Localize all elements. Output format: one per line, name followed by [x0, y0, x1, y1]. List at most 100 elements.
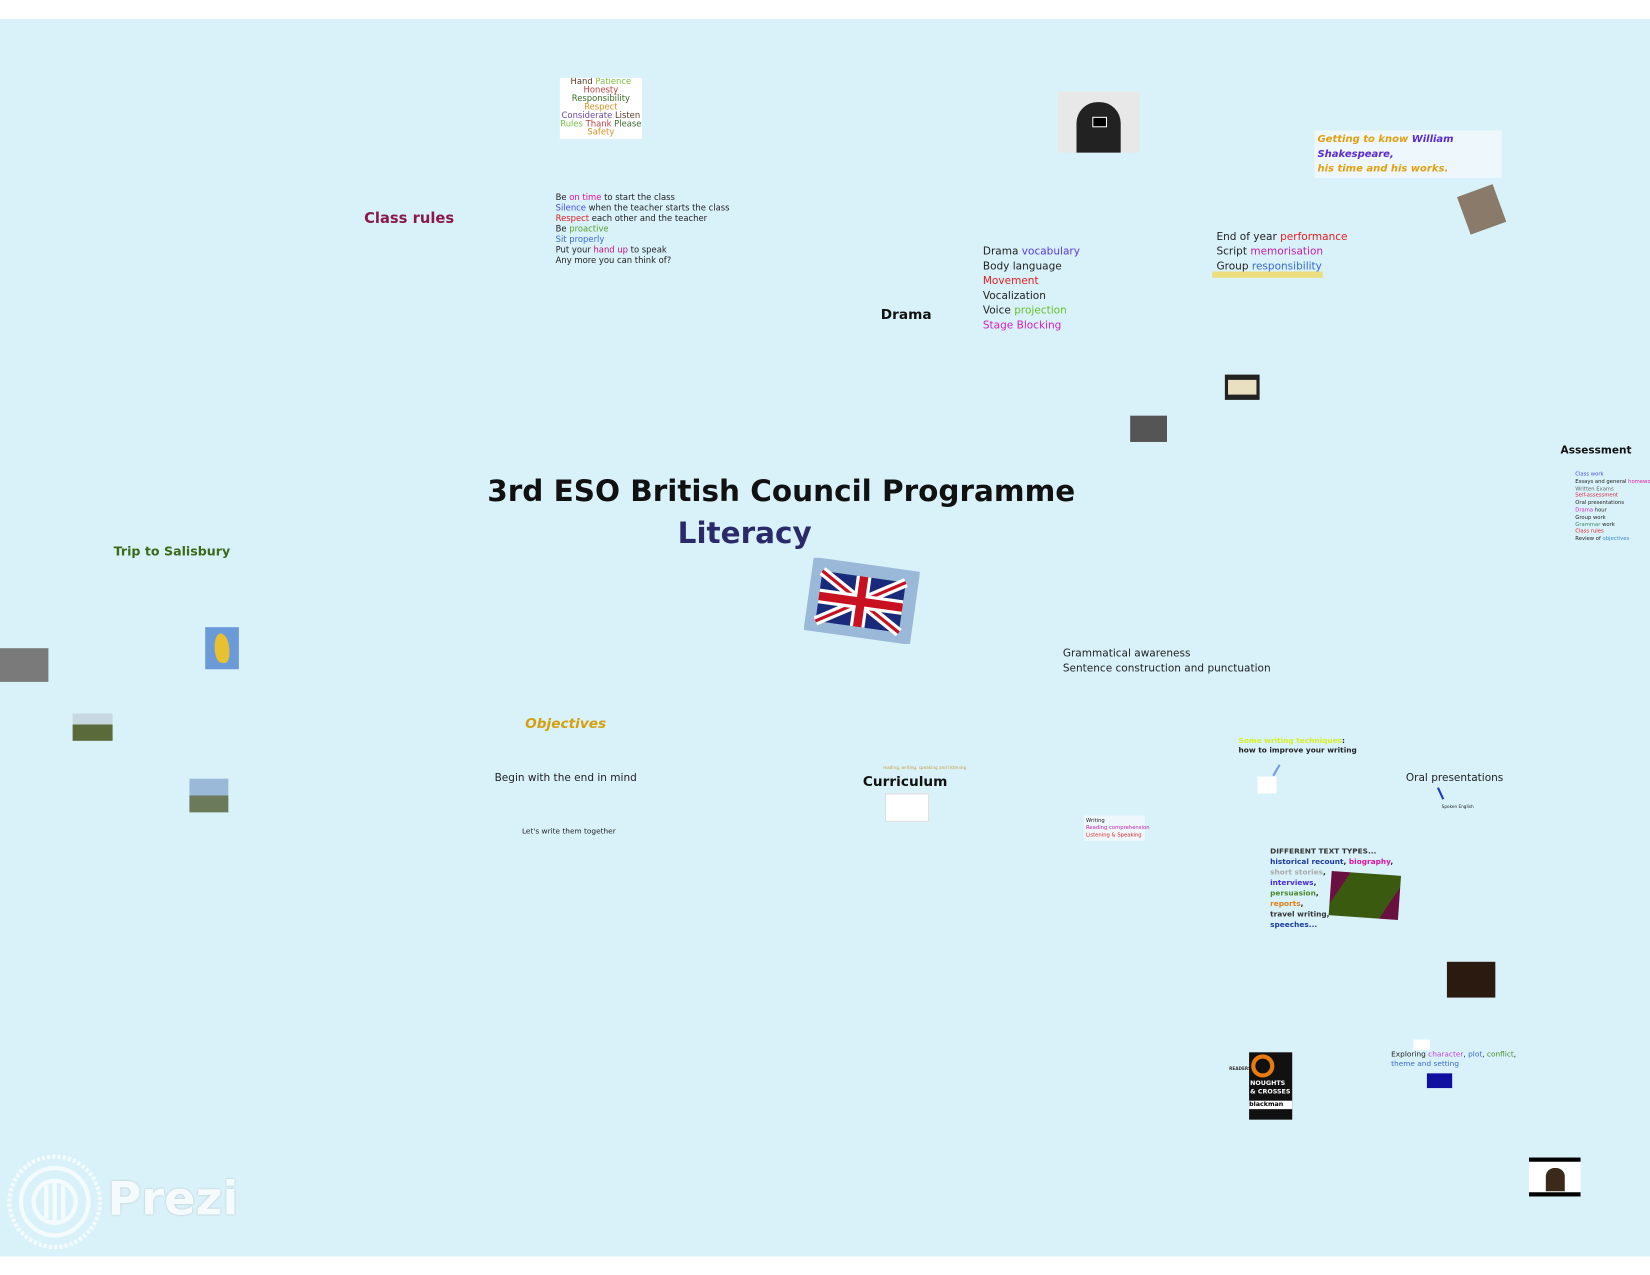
text-segment: End of year	[1216, 231, 1281, 244]
text-segment: Listening & Speaking	[1085, 832, 1142, 839]
list-item: Writing	[1086, 818, 1150, 825]
word-cloud-word: Respect	[584, 102, 618, 112]
list-item: Movement	[983, 275, 1080, 290]
text-segment: Review of	[1575, 535, 1603, 543]
text-segment: Respect	[555, 213, 590, 224]
text-segment: to speak	[627, 245, 667, 255]
list-item: historical recount, biography,	[1270, 857, 1393, 868]
presentation-title: 3rd ESO British Council Programme	[487, 473, 1076, 509]
text-segment: Getting to know	[1317, 133, 1412, 146]
text-segment: historical recount	[1270, 857, 1344, 867]
colon: :	[1342, 736, 1346, 746]
assessment-heading[interactable]: Assessment	[1560, 445, 1632, 457]
list-item: Drama hour	[1575, 507, 1650, 514]
list-item: Respect each other and the teacher	[556, 214, 730, 225]
arrow-icon	[1272, 764, 1281, 777]
text-segment: Sit properly	[555, 234, 605, 245]
union-jack-image[interactable]	[803, 557, 920, 645]
list-item: Self-assessment	[1575, 493, 1650, 500]
list-item: theme and setting	[1391, 1060, 1516, 1069]
text-segment: each other and the teacher	[589, 213, 708, 224]
list-item: Any more you can think of?	[556, 256, 730, 267]
list-item: Script memorisation	[1216, 245, 1347, 260]
text-segment: conflict	[1486, 1050, 1514, 1059]
shakespeare-card[interactable]	[1314, 130, 1502, 178]
white-card[interactable]	[1257, 776, 1277, 794]
stonehenge-image[interactable]	[72, 713, 113, 741]
noughts-crosses-book-image[interactable]: NOUGHTS & CROSSES blackman	[1249, 1052, 1293, 1120]
oral-heading[interactable]: Oral presentations	[1405, 772, 1504, 784]
drama-heading[interactable]: Drama	[880, 307, 932, 324]
text-segment: Any more you can think of?	[555, 255, 672, 266]
video-thumbnail-face[interactable]	[1446, 961, 1496, 998]
class-rules-heading[interactable]: Class rules	[364, 210, 455, 228]
uk-map-image[interactable]	[205, 627, 239, 670]
text-segment: plot	[1468, 1050, 1483, 1059]
list-item: short stories,	[1270, 867, 1393, 878]
text-segment: projection	[1014, 305, 1067, 317]
text-segment: hand up	[593, 245, 628, 255]
book-author: blackman	[1249, 1100, 1293, 1110]
shakespeare-portrait-image[interactable]	[1457, 184, 1507, 235]
grammar-line: Sentence construction and punctuation	[1062, 662, 1271, 675]
text-segment: Reading comprehension	[1085, 825, 1150, 832]
list-item: Vocalization	[983, 289, 1080, 304]
text-segment: ,	[1390, 857, 1394, 867]
list-item: Review of objectives	[1575, 536, 1650, 543]
video-thumbnail-small[interactable]	[1224, 374, 1260, 400]
text-segment: responsibility	[1251, 260, 1322, 273]
objectives-heading[interactable]: Objectives	[525, 716, 607, 733]
text-segment: Grammar	[1575, 521, 1601, 528]
list-item: Shakespeare,	[1317, 147, 1453, 162]
readers-label: READERS	[1229, 1065, 1252, 1072]
skills-card[interactable]	[1083, 815, 1145, 841]
text-segment: Voice	[982, 305, 1015, 317]
text-segment: homework	[1628, 478, 1650, 485]
list-item: Be on time to start the class	[556, 193, 730, 204]
list-item: Class work	[1575, 471, 1650, 478]
list-item: Essays and general homework	[1575, 479, 1650, 486]
oral-caption: Spoken English	[1441, 803, 1474, 810]
video-thumbnail-speaker[interactable]	[1528, 1157, 1581, 1197]
text-segment: travel writing	[1270, 910, 1327, 919]
text-segment: on time	[569, 192, 602, 203]
trip-heading[interactable]: Trip to Salisbury	[113, 544, 231, 559]
image-thumbnail-dark[interactable]	[1130, 415, 1168, 442]
writing-heading[interactable]: Some writing techniques:	[1239, 737, 1345, 745]
book-title: & CROSSES	[1250, 1088, 1291, 1096]
prezi-logo-icon	[7, 1154, 103, 1250]
text-segment: ,	[1313, 878, 1317, 888]
white-card[interactable]	[1413, 1039, 1431, 1051]
word-cloud-word: Please	[614, 118, 642, 129]
salisbury-houses-image[interactable]	[0, 648, 49, 682]
play-icon[interactable]	[1092, 116, 1108, 128]
blue-block[interactable]	[1426, 1073, 1453, 1089]
text-segment: ,	[1323, 868, 1326, 877]
list-item: Be proactive	[556, 224, 730, 235]
arrow-icon	[1436, 787, 1445, 800]
prezi-logo[interactable]: Prezi	[6, 1153, 238, 1250]
book-logo-icon	[1251, 1054, 1275, 1078]
curriculum-heading[interactable]: Curriculum	[862, 774, 948, 791]
values-word-cloud-image[interactable]: Hand Patience Honesty Responsibility Res…	[559, 77, 642, 139]
text-segment: William	[1411, 133, 1454, 146]
presentation-canvas[interactable]: 3rd ESO British Council Programme Litera…	[0, 18, 1650, 1257]
text-segment: Exploring	[1391, 1050, 1429, 1059]
text-segment: vocabulary	[1021, 246, 1080, 258]
list-item: Group work	[1575, 514, 1650, 521]
word-cloud-word: Safety	[587, 127, 615, 137]
list-item: Group responsibility	[1216, 260, 1347, 275]
list-item: Oral presentations	[1575, 500, 1650, 507]
curriculum-document-image[interactable]	[884, 793, 930, 822]
text-segment: when the teacher starts the class	[585, 203, 730, 213]
text-segment: Group	[1216, 260, 1252, 273]
text-segment: hour	[1593, 507, 1607, 514]
cathedral-image[interactable]	[189, 778, 229, 813]
text-types-image[interactable]	[1328, 871, 1402, 920]
text-segment: ,	[1343, 857, 1349, 867]
video-thumbnail-teacher[interactable]	[1057, 91, 1140, 153]
